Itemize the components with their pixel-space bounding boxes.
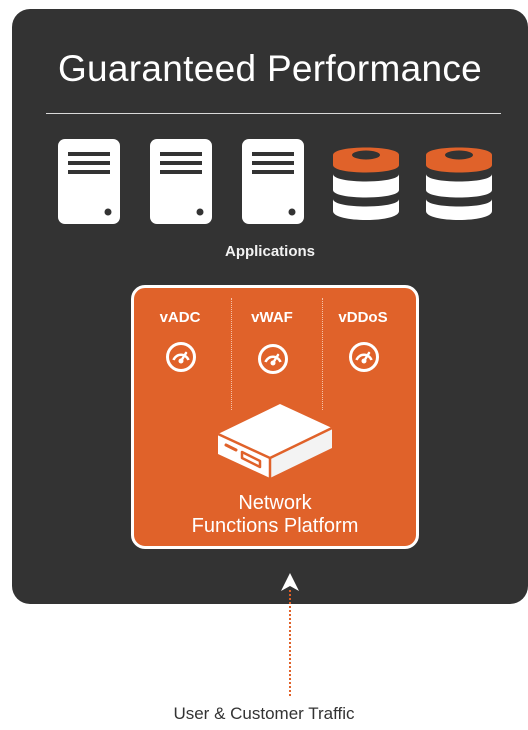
arrow-up-icon (281, 573, 299, 591)
diagram-title: Guaranteed Performance (57, 48, 483, 89)
server-icon (242, 139, 304, 224)
function-divider (231, 298, 232, 410)
traffic-label: User & Customer Traffic (173, 704, 355, 723)
speedometer-icon (349, 342, 379, 372)
speedometer-icon (258, 344, 288, 374)
server-icon (58, 139, 120, 224)
applications-label: Applications (224, 243, 315, 260)
traffic-flow-line (289, 590, 291, 696)
network-appliance-icon (217, 404, 333, 478)
function-label-vadc: vADC (159, 309, 201, 326)
platform-label-line2: Functions Platform (191, 515, 359, 537)
server-icon (150, 139, 212, 224)
function-divider (322, 298, 323, 410)
database-icon (333, 147, 399, 220)
network-functions-platform: vADC vWAF vDDoS (131, 285, 419, 549)
diagram-panel: Guaranteed Performance Applications (12, 9, 528, 604)
title-divider (46, 113, 501, 114)
speedometer-icon (166, 342, 196, 372)
platform-label-line1: Network (238, 492, 312, 514)
platform-label: Network Functions Platform (134, 492, 416, 538)
function-label-vwaf: vWAF (251, 309, 293, 326)
function-label-vddos: vDDoS (338, 309, 388, 326)
database-icon (426, 147, 492, 220)
